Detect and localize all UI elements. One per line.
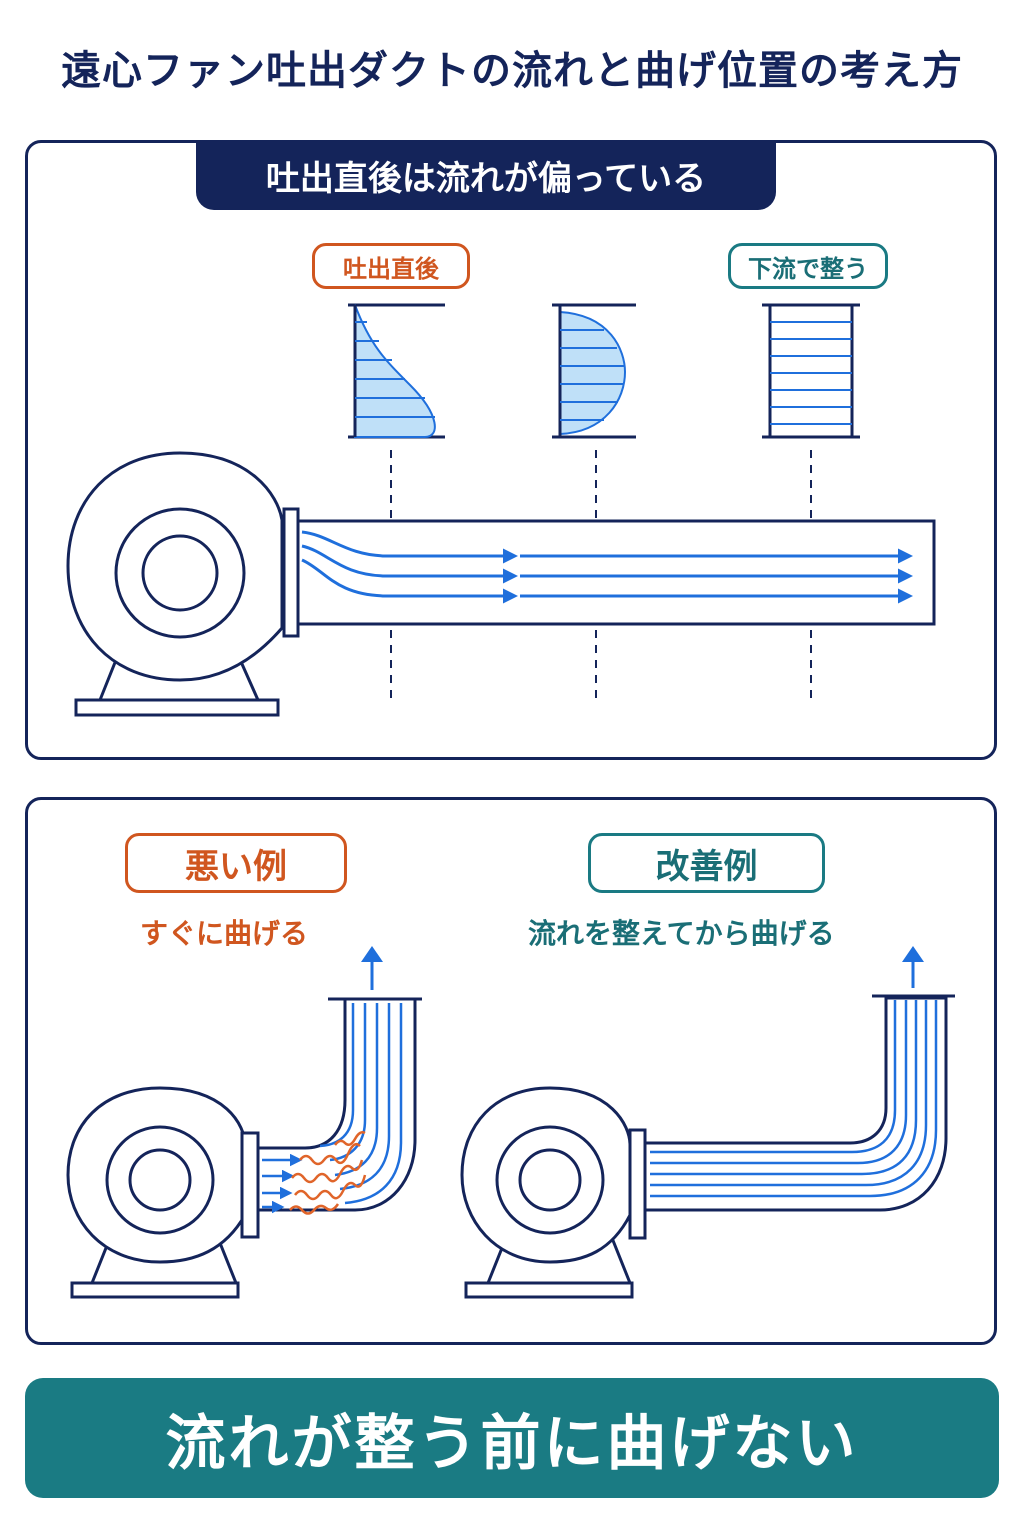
caption-good-example: 流れを整えてから曲げる	[528, 917, 835, 950]
label-bad-example: 悪い例	[125, 833, 347, 893]
straight-duct	[296, 519, 936, 626]
profile-skewed	[348, 303, 445, 439]
panel1-heading: 吐出直後は流れが偏っている	[196, 140, 776, 210]
label-downstream: 下流で整う	[728, 243, 888, 289]
bad-example-diagram	[66, 946, 422, 1299]
flow-lines	[301, 530, 913, 604]
label-discharge: 吐出直後	[312, 243, 470, 289]
conclusion-banner: 流れが整う前に曲げない	[25, 1378, 999, 1498]
label-good-example: 改善例	[588, 833, 825, 893]
profile-developing	[552, 303, 636, 439]
centrifugal-fan-icon	[66, 451, 300, 717]
profile-uniform	[762, 303, 860, 439]
good-example-diagram	[460, 946, 955, 1299]
page-title: 遠心ファン吐出ダクトの流れと曲げ位置の考え方	[61, 48, 963, 94]
caption-bad-example: すぐに曲げる	[140, 917, 309, 950]
turbulence-icon	[289, 1131, 367, 1215]
